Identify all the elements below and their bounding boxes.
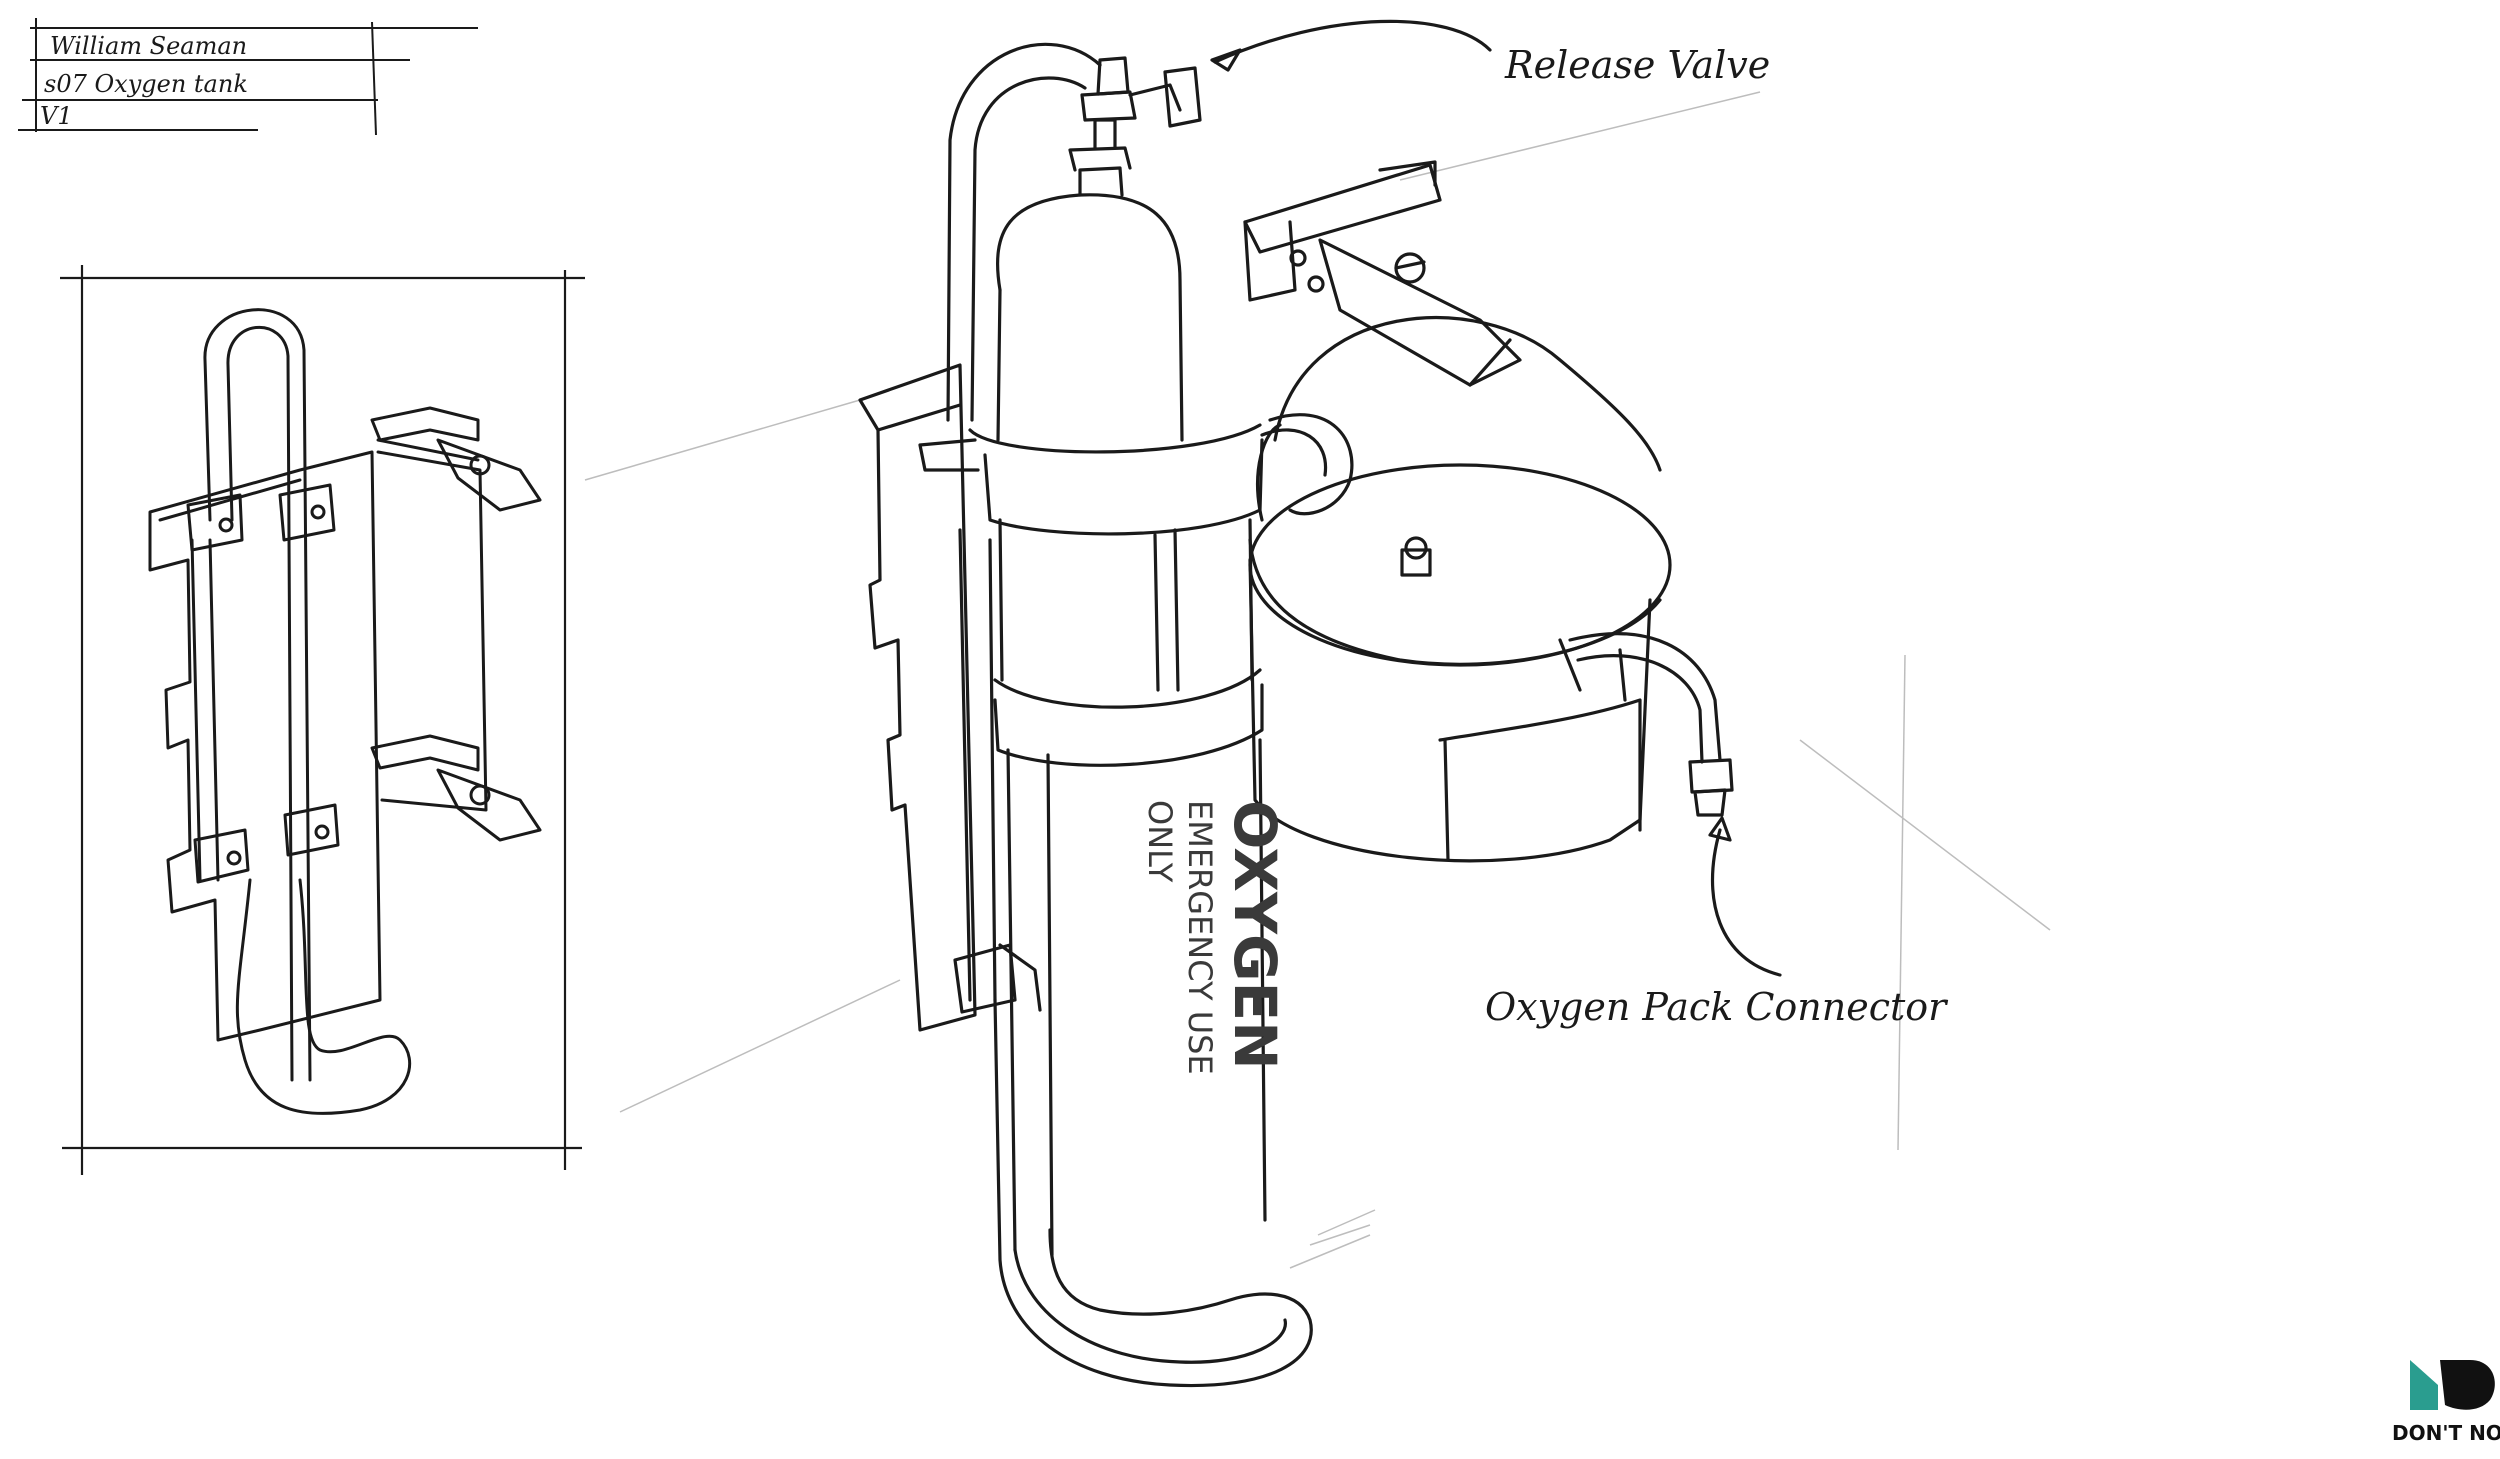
tank-label-only: ONLY	[1141, 800, 1179, 883]
logo-mark-shape-icon	[2440, 1360, 2495, 1410]
side-view-panel	[60, 265, 585, 1175]
title-version: V1	[40, 102, 73, 130]
callout-release-valve: Release Valve	[1504, 43, 1770, 87]
title-asset-name: s07 Oxygen tank	[44, 70, 248, 98]
tank-label-emergency: EMERGENCY USE	[1181, 800, 1219, 1075]
title-block	[18, 18, 478, 136]
logo-mark-icon	[2410, 1360, 2438, 1410]
side-view-drawing	[148, 308, 542, 1115]
tank-label-oxygen: OXYGEN	[1221, 800, 1289, 1070]
main-assembly	[858, 19, 1782, 1388]
callout-pack-connector: Oxygen Pack Connector	[1485, 985, 1949, 1029]
logo-wordmark: DON'T NOD	[2392, 1421, 2500, 1445]
perspective-guides	[584, 91, 2051, 1269]
studio-logo: DON'T NOD	[2392, 1360, 2500, 1445]
tank-stencil-label: OXYGEN EMERGENCY USE ONLY	[1141, 800, 1289, 1075]
title-author: William Seaman	[50, 32, 247, 60]
